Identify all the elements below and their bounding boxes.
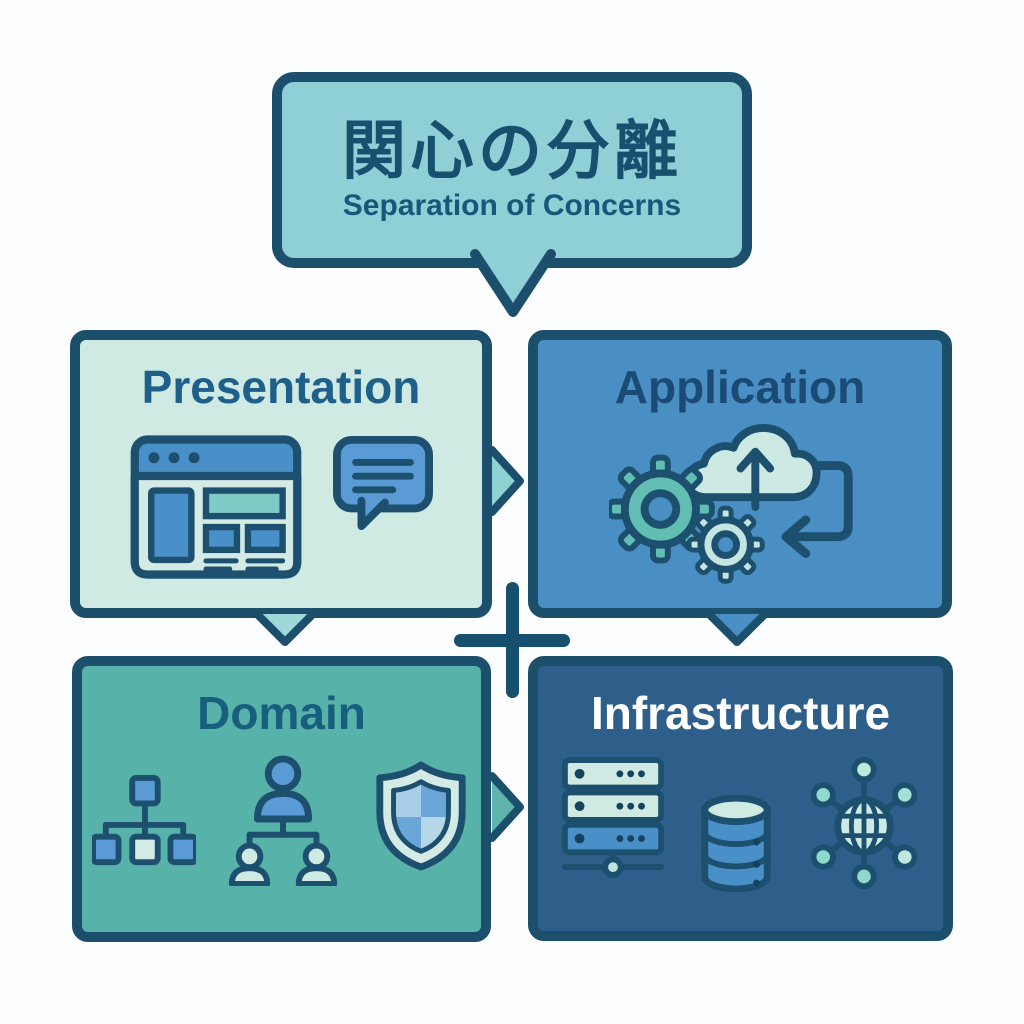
arrow-right-presentation-application-icon (488, 446, 524, 516)
presentation-icons (127, 434, 435, 580)
bubble-tail-icon (470, 249, 556, 317)
cloud-upload-icon (683, 424, 821, 512)
browser-window-icon (130, 435, 302, 579)
database-icon (700, 794, 771, 893)
title-bubble: 関心の分離 Separation of Concerns (272, 72, 752, 268)
shield-icon (375, 761, 466, 871)
japanese-title: 関心の分離 (342, 115, 682, 187)
arrow-down-presentation-domain-icon (253, 610, 317, 646)
server-stack-icon (561, 757, 664, 878)
application-icons (609, 424, 871, 602)
english-subtitle: Separation of Concerns (342, 189, 682, 222)
quadrant-infrastructure: Infrastructure (528, 656, 953, 941)
gear-small-icon (686, 505, 765, 584)
team-hierarchy-icon (228, 755, 337, 886)
quadrant-title-presentation: Presentation (141, 361, 421, 413)
quadrant-application: Application (528, 330, 952, 618)
chat-bubble-icon (333, 435, 433, 531)
quadrant-title-application: Application (614, 361, 866, 413)
loop-arrow-icon (781, 461, 853, 558)
arrow-down-application-infrastructure-icon (705, 610, 769, 646)
org-tree-icon (91, 774, 196, 866)
quadrant-title-infrastructure: Infrastructure (590, 687, 891, 739)
quadrant-presentation: Presentation (70, 330, 492, 618)
domain-icons (91, 752, 472, 886)
quadrant-domain: Domain (72, 656, 491, 942)
gear-large-icon (609, 454, 715, 564)
arrow-right-domain-infrastructure-icon (488, 772, 524, 842)
quadrant-title-domain: Domain (197, 687, 366, 739)
center-plus-icon-horizontal (454, 634, 570, 647)
infrastructure-icons (557, 756, 925, 896)
network-icon (810, 756, 917, 890)
gears-cloud-loop-icon (609, 424, 853, 584)
